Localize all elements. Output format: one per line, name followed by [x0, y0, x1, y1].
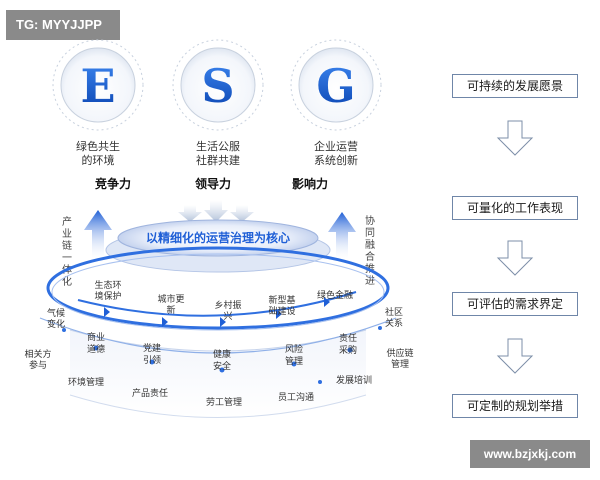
pillar-e-letter: E — [80, 59, 115, 113]
upper-flow-line — [77, 291, 357, 327]
esg-diagram: E S G 绿色共生 的环境 生活公服 社群共建 企业运营 系统创新 竞争力 领… — [24, 39, 414, 418]
step-vision: 可持续的发展愿景 — [452, 74, 578, 98]
upper-label-3a: 乡村振 — [214, 299, 241, 311]
pillar-g — [290, 39, 382, 131]
pillar-e-desc-1: 绿色共生 — [76, 139, 120, 153]
pillar-g-desc-2: 系统创新 — [314, 153, 358, 167]
svg-text:产: 产 — [62, 215, 72, 228]
lower-label-5a: 责任 — [339, 332, 357, 344]
stakeholder-label-1: 相关方 — [24, 348, 51, 360]
svg-text:一: 一 — [62, 253, 72, 264]
upper-label-1a: 生态环 — [94, 279, 121, 291]
community-label-1: 社区 — [385, 306, 403, 318]
pillar-s-desc-2: 社群共建 — [196, 153, 240, 167]
left-up-arrow — [84, 210, 112, 262]
lower-label-2a: 党建 — [143, 342, 161, 354]
tag-label: TG: MYYJJPP — [6, 10, 120, 40]
svg-text:链: 链 — [62, 239, 72, 252]
svg-text:化: 化 — [62, 275, 72, 288]
pillar-g-desc-1: 企业运营 — [314, 139, 358, 153]
lower-label-3a: 健康 — [213, 348, 231, 360]
training-label: 发展培训 — [336, 374, 372, 386]
svg-text:融: 融 — [365, 239, 375, 251]
upper-label-2a: 城市更 — [157, 293, 184, 305]
lower-label-2b: 引领 — [143, 354, 161, 366]
right-up-arrow — [328, 212, 356, 262]
upper-label-2b: 新 — [166, 304, 175, 316]
down-arrow-2 — [496, 240, 534, 276]
employee-label: 员工沟通 — [278, 391, 314, 403]
step-needs: 可评估的需求界定 — [452, 292, 578, 316]
upper-label-4a: 新型基 — [268, 294, 295, 306]
side-right-label: 协 同 融 合 推 进 — [365, 214, 375, 287]
pillar-s-letter: S — [201, 59, 234, 113]
climate-label-1: 气候 — [47, 307, 65, 319]
down-arrow-3 — [496, 338, 534, 374]
side-left-label: 产 业 链 一 体 化 — [62, 215, 72, 288]
lower-label-4a: 风险 — [285, 343, 303, 355]
pillar-g-letter: G — [316, 59, 355, 113]
climate-label-2: 变化 — [47, 318, 65, 330]
svg-text:同: 同 — [365, 227, 375, 239]
lower-label-1a: 商业 — [87, 331, 105, 343]
step-measures: 可定制的规划举措 — [452, 394, 578, 418]
pillar-s-desc-1: 生活公服 — [196, 139, 240, 153]
svg-text:进: 进 — [365, 275, 375, 287]
community-label-2: 关系 — [385, 317, 403, 329]
svg-text:业: 业 — [62, 228, 72, 240]
upper-label-3b: 兴 — [223, 311, 232, 322]
power-influence: 影响力 — [292, 176, 328, 191]
lower-label-4b: 管理 — [285, 355, 303, 367]
lower-label-1b: 道德 — [87, 343, 105, 355]
product-label: 产品责任 — [132, 387, 168, 399]
upper-label-1b: 境保护 — [94, 290, 121, 302]
pillar-e-desc-2: 的环境 — [82, 153, 115, 167]
lower-label-5b: 采购 — [339, 344, 357, 356]
svg-text:协: 协 — [365, 214, 375, 227]
upper-label-4b: 础建设 — [268, 305, 295, 317]
pillar-e — [52, 39, 144, 131]
supply-label-1: 供应链 — [386, 347, 413, 359]
env-mgmt-label: 环境管理 — [68, 376, 104, 388]
upper-label-5a: 绿色金融 — [317, 289, 353, 301]
down-arrow-1 — [496, 120, 534, 156]
stakeholder-label-2: 参与 — [29, 359, 47, 371]
core-platform — [105, 219, 331, 273]
cylinder-body — [39, 317, 397, 418]
watermark-url: www.bzjxkj.com — [470, 440, 590, 468]
labor-label: 劳工管理 — [206, 396, 242, 408]
orbit-ring — [46, 246, 390, 331]
supply-label-2: 管理 — [391, 358, 409, 370]
lower-dots — [62, 326, 382, 384]
core-text: 以精细化的运营治理为核心 — [146, 230, 290, 245]
power-leadership: 领导力 — [195, 176, 231, 191]
lower-label-3b: 安全 — [213, 360, 231, 372]
power-competition: 竞争力 — [95, 176, 131, 191]
funnel-arrows — [178, 200, 254, 222]
svg-text:合: 合 — [365, 250, 375, 263]
step-performance: 可量化的工作表现 — [452, 196, 578, 220]
pillar-s — [172, 39, 264, 131]
